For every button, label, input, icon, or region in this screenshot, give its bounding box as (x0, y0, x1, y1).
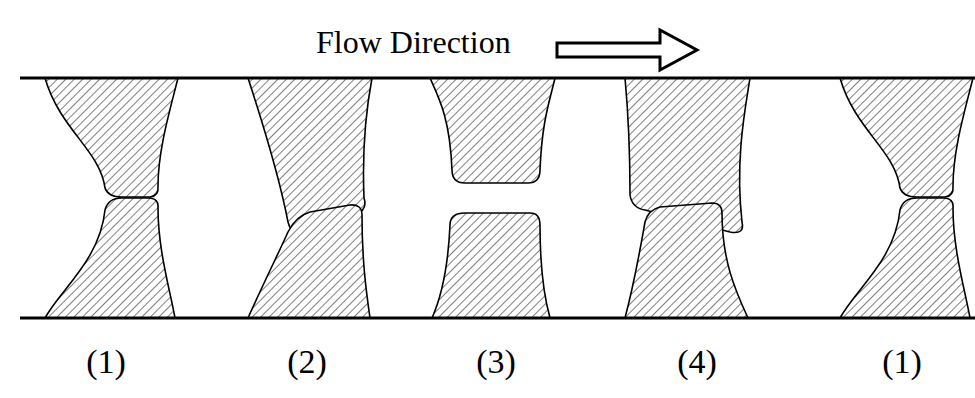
stage-number: (2) (287, 345, 327, 379)
flow-arrow (557, 30, 697, 70)
channel-wall (20, 77, 975, 80)
deposit-pair (45, 78, 178, 318)
deposit-pair (625, 78, 750, 318)
stage-number: (4) (677, 345, 717, 379)
deposit-pair (840, 78, 973, 318)
deposit-pair (248, 78, 372, 318)
channel-wall (20, 317, 975, 320)
deposit-pair (430, 78, 555, 318)
stage-number: (1) (86, 345, 126, 379)
stage-number: (3) (476, 345, 516, 379)
flow-label: Flow Direction (316, 26, 511, 58)
stage-number: (1) (882, 345, 922, 379)
